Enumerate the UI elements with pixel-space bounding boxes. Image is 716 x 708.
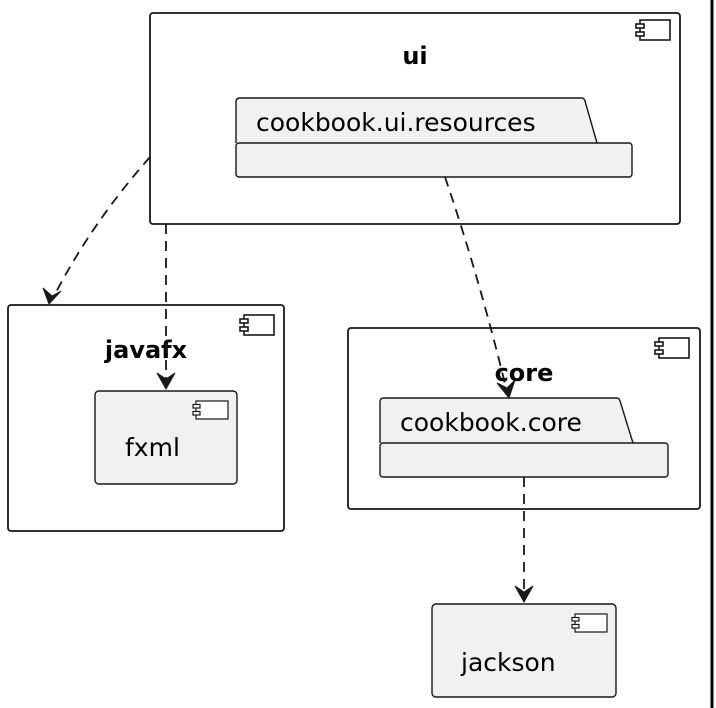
component-title-javafx: javafx [104, 336, 188, 364]
component-icon [239, 314, 275, 336]
component-label-jackson: jackson [460, 648, 556, 677]
component-ui[interactable]: ui cookbook.ui.resources [149, 12, 681, 225]
component-fxml[interactable]: fxml [94, 390, 238, 485]
arrowhead [42, 287, 62, 305]
package-label: cookbook.ui.resources [256, 108, 536, 137]
arrowhead [156, 372, 176, 391]
package-label: cookbook.core [400, 408, 582, 437]
dependency-arrow-ui-javafx [51, 156, 151, 301]
package-cookbook-core[interactable]: cookbook.core [379, 397, 669, 478]
package-cookbook-ui-resources[interactable]: cookbook.ui.resources [235, 97, 633, 178]
component-core[interactable]: core cookbook.core [347, 327, 701, 510]
arrowhead [514, 585, 534, 604]
component-label-fxml: fxml [125, 433, 180, 462]
arrowhead [496, 379, 516, 400]
component-jackson[interactable]: jackson [431, 603, 617, 698]
component-title-ui: ui [402, 42, 427, 70]
component-icon [571, 613, 608, 633]
component-icon [192, 400, 229, 420]
component-javafx[interactable]: javafx fxml [7, 304, 285, 532]
dependency-arrow-resources-core [444, 176, 508, 393]
component-icon [654, 337, 690, 359]
component-title-core: core [495, 359, 554, 387]
component-icon [635, 19, 671, 41]
